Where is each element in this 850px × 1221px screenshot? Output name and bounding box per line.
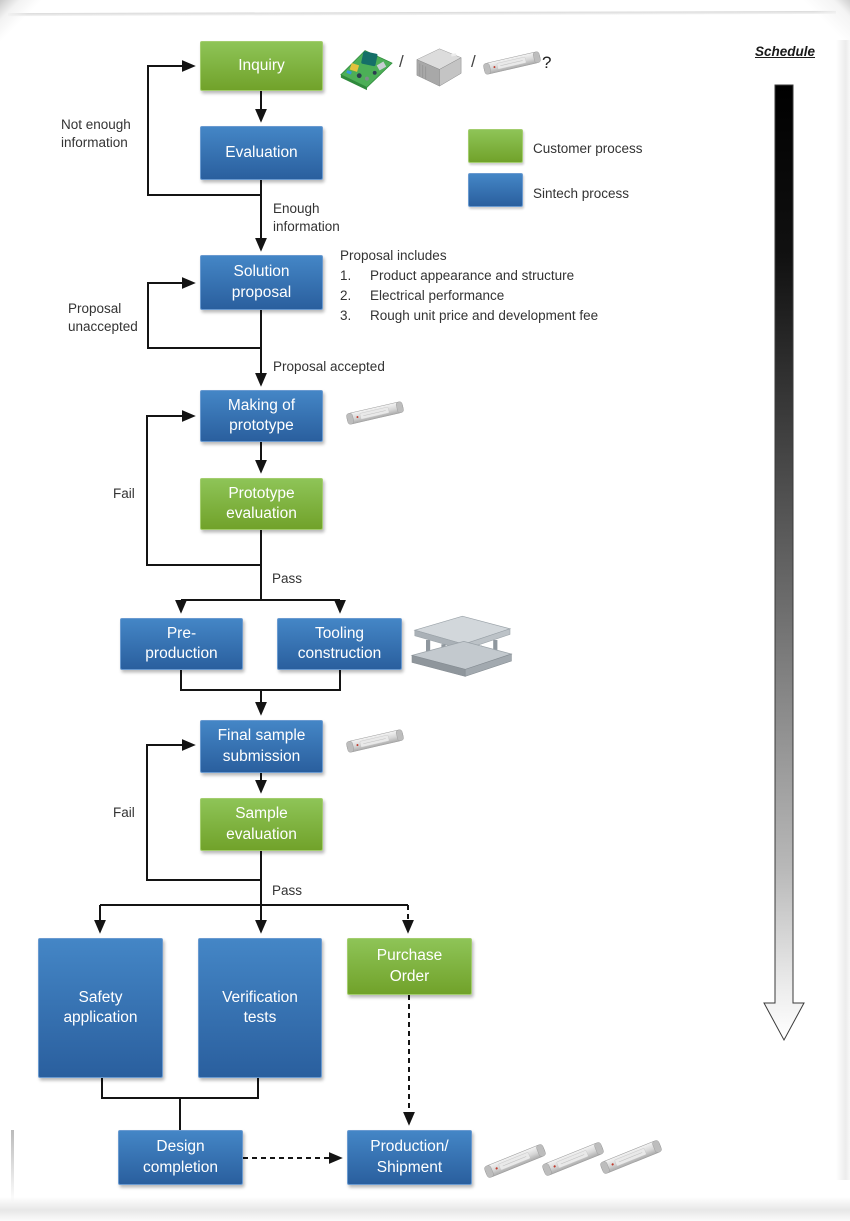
node-design-completion[interactable]: Design completion	[118, 1130, 243, 1185]
node-verification-tests[interactable]: Verification tests	[198, 938, 322, 1078]
proposal-item: 1. Product appearance and structure	[340, 268, 575, 283]
node-solution-proposal[interactable]: Solution proposal	[200, 255, 323, 310]
label-pass-prototype: Pass	[272, 571, 303, 586]
label-pass-sample: Pass	[272, 883, 303, 898]
proposal-item: 3. Rough unit price and development fee	[340, 307, 599, 323]
node-making-of-prototype[interactable]: Making of prototype	[200, 390, 323, 442]
node-safety-application[interactable]: Safety application	[38, 938, 163, 1078]
label-proposal-accepted: Proposal accepted	[273, 359, 385, 374]
label-proposal-unaccepted: Proposal unaccepted	[68, 301, 138, 335]
tooling-mold-image	[405, 610, 517, 684]
label-fail-prototype: Fail	[113, 486, 135, 501]
node-sample-evaluation[interactable]: Sample evaluation	[200, 798, 323, 851]
legend-label-customer: Customer process	[533, 141, 643, 156]
proposal-includes-note: Proposal includes 1. Product appearance …	[340, 248, 680, 328]
node-tooling-construction[interactable]: Tooling construction	[277, 618, 402, 670]
legend-swatch-sintech	[468, 173, 523, 207]
node-final-sample-submission[interactable]: Final sample submission	[200, 720, 323, 773]
enclosed-psu-image	[412, 42, 466, 88]
node-purchase-order[interactable]: Purchase Order	[347, 938, 472, 995]
label-fail-sample: Fail	[113, 805, 135, 820]
proposal-includes-heading: Proposal includes	[340, 248, 447, 263]
label-enough-information: Enough information	[273, 201, 340, 235]
node-evaluation[interactable]: Evaluation	[200, 126, 323, 180]
node-prototype-evaluation[interactable]: Prototype evaluation	[200, 478, 323, 530]
node-inquiry[interactable]: Inquiry	[200, 41, 323, 91]
slash-separator: /	[399, 52, 404, 71]
label-not-enough-information: Not enough information	[61, 117, 131, 151]
slash-separator: /	[471, 52, 476, 71]
question-mark: ?	[542, 53, 552, 72]
schedule-label: Schedule	[754, 44, 816, 59]
schedule-gradient-arrow	[763, 84, 805, 1042]
legend-label-sintech: Sintech process	[533, 186, 630, 201]
node-production-shipment[interactable]: Production/ Shipment	[347, 1130, 472, 1185]
open-frame-psu-image	[337, 40, 395, 92]
legend-swatch-customer	[468, 129, 523, 163]
node-pre-production[interactable]: Pre-production	[120, 618, 243, 670]
proposal-item: 2. Electrical performance	[340, 287, 505, 303]
